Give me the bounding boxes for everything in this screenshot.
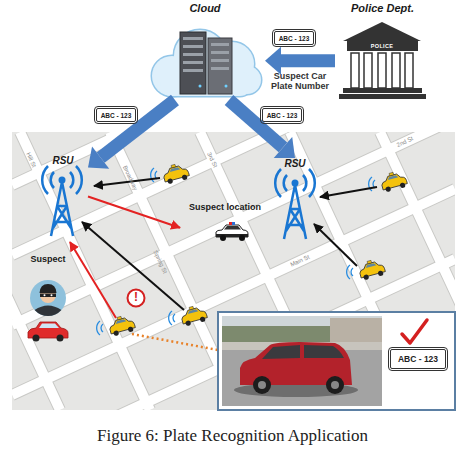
building-sign: POLICE (371, 43, 393, 49)
police-car (216, 222, 248, 241)
car-wheel (33, 335, 40, 342)
taxi (107, 314, 136, 337)
building-step (343, 88, 422, 93)
license-plate: ABC - 123 (390, 349, 446, 369)
photo-building (330, 318, 382, 344)
alert-arrow (70, 242, 116, 318)
car-window (39, 324, 59, 329)
arrow-caption: Suspect Car Plate Number (262, 72, 338, 92)
signal-icon (169, 311, 175, 325)
signal-icon (347, 265, 353, 279)
photo-car-hub (331, 381, 339, 389)
avatar-background (30, 280, 66, 316)
police-department: Police Dept. (335, 2, 430, 100)
server-slot (211, 67, 229, 70)
server-slot (183, 53, 203, 56)
photo-car-hub (258, 381, 266, 389)
arrow-head (88, 147, 109, 169)
server-slot (183, 69, 203, 72)
figure-caption: Figure 6: Plate Recognition Application (0, 426, 465, 446)
road (12, 132, 455, 410)
location-report-arrow (88, 197, 180, 228)
car-wheel (57, 335, 64, 342)
report-arrow (320, 187, 377, 197)
roadside-unit: RSU (38, 155, 88, 238)
arrow-head (274, 137, 295, 158)
node-label: Cloud (145, 2, 265, 14)
server-slot (183, 37, 203, 40)
check-mark (402, 320, 427, 343)
taxi (161, 162, 190, 185)
node-label: RSU (38, 155, 88, 166)
road (12, 132, 455, 410)
signal-icon (97, 321, 103, 335)
suspect-location: Suspect location (180, 203, 270, 248)
plate-badge: ABC - 123 (262, 108, 302, 122)
node-label: RSU (270, 158, 320, 169)
server-led (225, 85, 228, 88)
plate-badge: ABC - 123 (96, 108, 136, 122)
photo-car-wheel (253, 376, 271, 394)
report-arrow (82, 222, 184, 310)
rsu-tower (275, 169, 315, 239)
server-slot (183, 61, 203, 64)
server-slot (183, 45, 203, 48)
building-roof (343, 22, 421, 41)
node-label: Police Dept. (335, 2, 430, 14)
warning-badge (128, 290, 145, 307)
building-column (392, 53, 400, 88)
server-led (199, 85, 202, 88)
camera-leader (132, 334, 218, 350)
inset-frame (218, 312, 455, 410)
building-frieze (347, 41, 418, 51)
building-column (364, 53, 372, 88)
warning-mark: ! (134, 291, 138, 304)
building-column (351, 53, 359, 88)
avatar-eye (51, 294, 53, 296)
server-slot (211, 43, 229, 46)
server-rack (208, 38, 232, 94)
avatar-beanie (40, 284, 57, 293)
cloud-server: Cloud (145, 2, 265, 100)
building-column (405, 53, 413, 88)
plate-broadcast-arrow (88, 100, 175, 169)
photo-car-window (304, 345, 344, 358)
arrow-head (265, 47, 281, 75)
report-arrow (314, 224, 357, 266)
node-label: Suspect (15, 255, 81, 265)
taxi (179, 304, 208, 327)
avatar-mask (40, 294, 56, 298)
node-label: Suspect location (180, 203, 270, 213)
photo-sky (222, 316, 382, 406)
roadside-unit: RSU (270, 158, 320, 240)
server-slot (211, 59, 229, 62)
taxi (379, 170, 408, 193)
arrow-shaft (281, 54, 335, 67)
avatar-body (35, 306, 62, 316)
plate-badge: ABC - 123 (274, 31, 314, 45)
suspect: Suspect (15, 255, 81, 347)
plate-request-arrow (265, 47, 335, 75)
server-slot (211, 51, 229, 54)
avatar-eye (44, 294, 46, 296)
building-step (339, 94, 426, 99)
server-rack (180, 32, 206, 94)
rsu-tower (42, 166, 82, 236)
building-column (378, 53, 386, 88)
arrow-line (88, 197, 180, 228)
taxi (357, 258, 386, 281)
photo-car-wheel (326, 376, 344, 394)
photo-car-window (262, 345, 300, 359)
